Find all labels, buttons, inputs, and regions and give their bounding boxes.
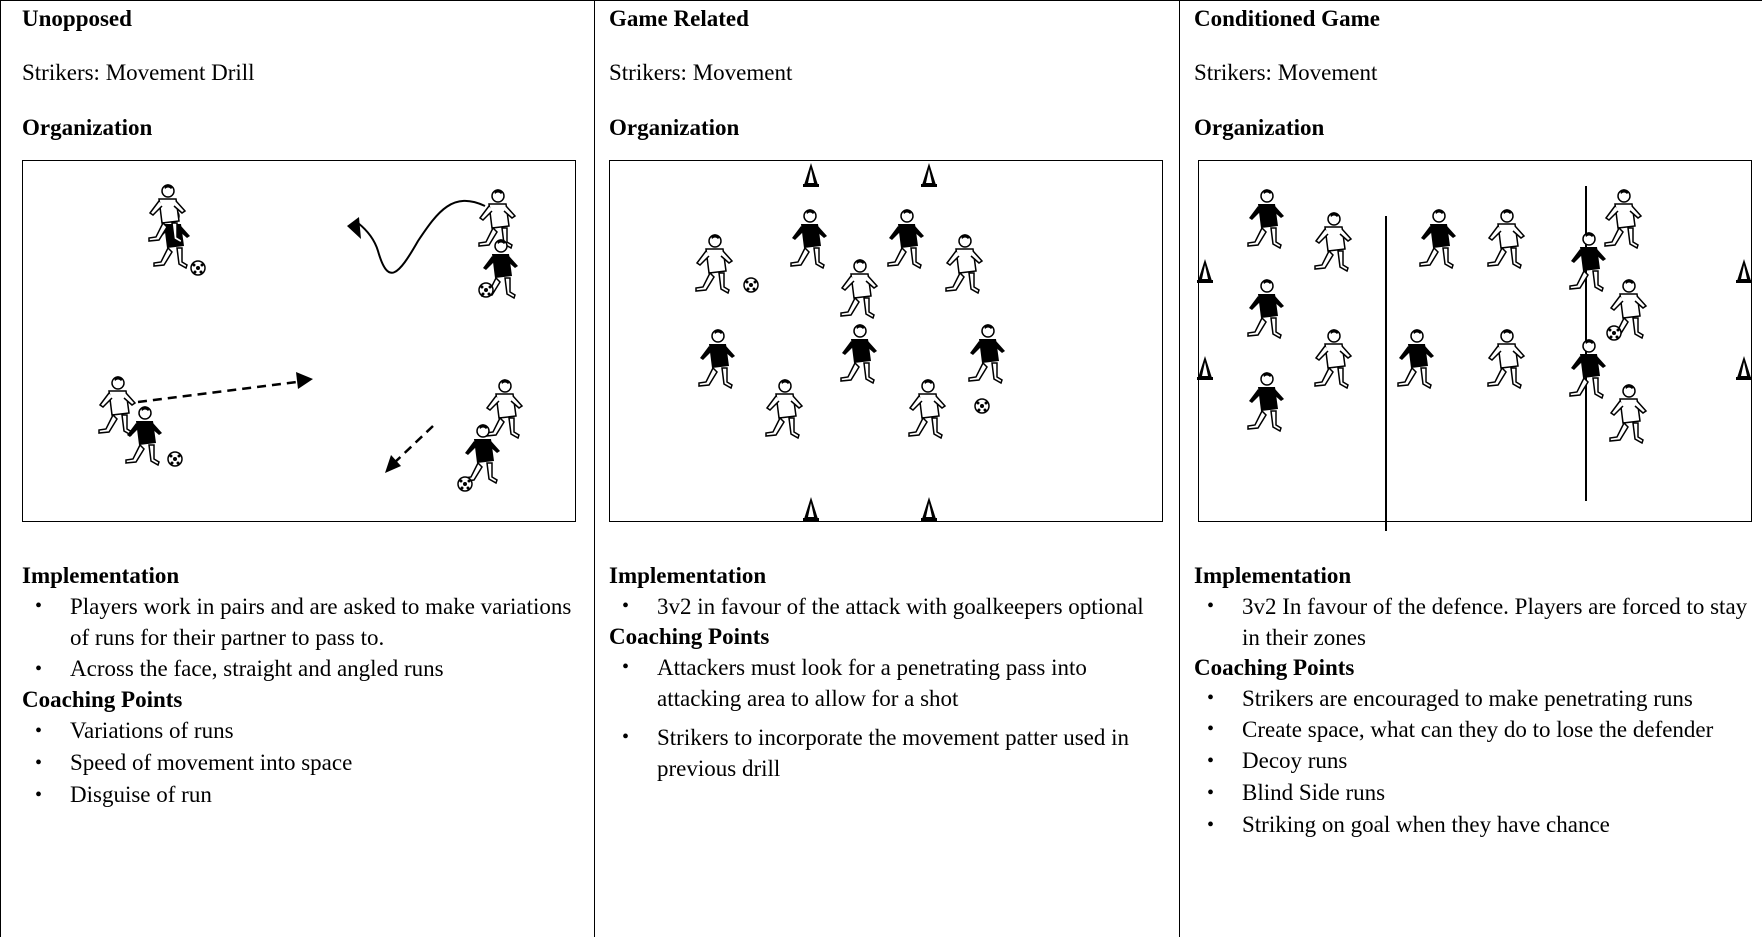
player-light-icon [1314,328,1352,389]
arrow-head-icon [296,372,313,389]
list-item: Strikers to incorporate the movement pat… [609,722,1169,784]
column-heading: Game Related [609,6,749,31]
implementation-title: Implementation [1194,563,1352,588]
soccer-ball-icon [190,260,206,276]
soccer-ball-icon [743,277,759,293]
list-item: Speed of movement into space [22,747,582,779]
coaching-list: Strikers are encouraged to make penetrat… [1194,683,1754,841]
pass-arrow-dashed [137,379,306,404]
list-item: Across the face, straight and angled run… [22,653,582,685]
player-light-icon [478,188,516,249]
player-dark-icon [1247,278,1285,339]
player-light-icon [695,233,733,294]
list-item: 3v2 in favour of the attack with goalkee… [609,591,1169,622]
column-subtitle: Strikers: Movement [609,60,793,85]
arrow-head-icon [347,217,361,239]
column-unopposed: Unopposed Strikers: Movement Drill Organ… [0,0,594,937]
list-item: 3v2 In favour of the defence. Players ar… [1194,591,1754,653]
organization-title: Organization [1194,115,1325,140]
list-item: Attackers must look for a penetrating pa… [609,652,1169,714]
player-dark-icon [698,328,736,389]
player-dark-icon [1419,208,1457,269]
column-heading: Conditioned Game [1194,6,1380,31]
player-light-icon [1609,383,1647,444]
cone-icon [921,497,937,521]
column-heading: Unopposed [22,6,132,31]
pitch-diagram [609,160,1163,522]
player-light-icon [1487,208,1525,269]
organization-title: Organization [609,115,740,140]
soccer-ball-icon [478,282,494,298]
coaching-points-title: Coaching Points [22,687,183,712]
implementation-title: Implementation [22,563,180,588]
soccer-ball-icon [974,398,990,414]
cone-icon [1736,259,1752,283]
cone-icon [921,163,937,187]
column-subtitle: Strikers: Movement Drill [22,60,255,85]
implementation-title: Implementation [609,563,767,588]
soccer-ball-icon [457,476,473,492]
player-dark-icon [1569,231,1607,292]
list-item: Players work in pairs and are asked to m… [22,591,582,653]
player-dark-icon [840,323,878,384]
player-light-icon [98,375,136,436]
player-light-icon [485,378,523,439]
list-item: Disguise of run [22,779,582,811]
implementation-list: 3v2 in favour of the attack with goalkee… [609,591,1169,622]
organization-title: Organization [22,115,153,140]
list-item: Strikers are encouraged to make penetrat… [1194,683,1754,714]
player-dark-icon [968,323,1006,384]
player-light-icon [1487,328,1525,389]
column-conditioned-game: Conditioned Game Strikers: Movement Orga… [1179,0,1762,937]
list-item: Blind Side runs [1194,777,1754,809]
player-light-icon [840,258,878,319]
cone-icon [1736,356,1752,380]
player-light-icon [1314,211,1352,272]
soccer-ball-icon [167,451,183,467]
implementation-list: 3v2 In favour of the defence. Players ar… [1194,591,1754,653]
list-item: Variations of runs [22,715,582,747]
cone-icon [803,163,819,187]
column-game-related: Game Related Strikers: Movement Organiza… [594,0,1179,937]
player-light-icon [1604,188,1642,249]
column-subtitle: Strikers: Movement [1194,60,1378,85]
player-dark-icon [1569,338,1607,399]
cone-icon [803,497,819,521]
player-dark-icon [1247,371,1285,432]
player-dark-icon [887,208,925,269]
coaching-points-title: Coaching Points [609,624,770,649]
pass-arrow-dashed [392,425,434,465]
list-item: Decoy runs [1194,745,1754,777]
player-dark-icon [790,208,828,269]
player-dark-icon [1247,188,1285,249]
cone-icon [1197,356,1213,380]
player-light-icon [908,378,946,439]
soccer-ball-icon [1606,325,1622,341]
coaching-points-title: Coaching Points [1194,655,1355,680]
coaching-list: Attackers must look for a penetrating pa… [609,652,1169,784]
player-light-icon [945,233,983,294]
pitch-diagram [22,160,576,522]
coaching-list: Variations of runs Speed of movement int… [22,715,582,811]
list-item: Create space, what can they do to lose t… [1194,714,1754,745]
pitch-diagram [1197,160,1752,531]
list-item: Striking on goal when they have chance [1194,809,1754,841]
arrow-head-icon [385,455,401,473]
implementation-list: Players work in pairs and are asked to m… [22,591,582,685]
player-light-icon [765,378,803,439]
player-dark-icon [1397,328,1435,389]
curved-run-arrow [357,200,486,274]
cone-icon [1197,259,1213,283]
